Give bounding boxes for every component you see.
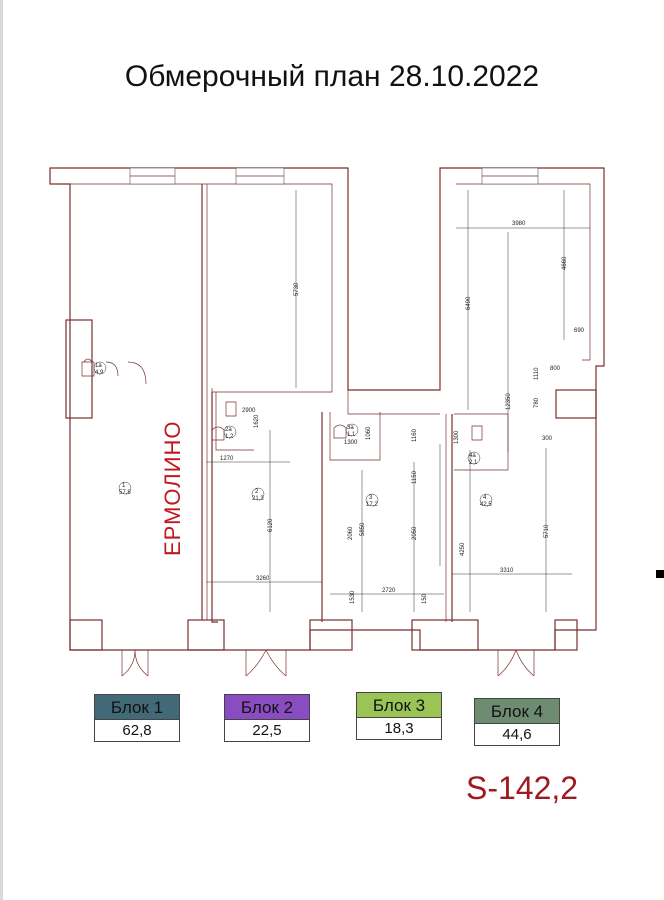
block-2-area: 22,5 <box>224 720 310 742</box>
dim-1150: 1150 <box>412 470 418 484</box>
dim-1300-a: 1300 <box>344 440 358 446</box>
svg-text:2,1: 2,1 <box>469 460 478 466</box>
pillar-6 <box>555 389 597 419</box>
block-legend-2: Блок 2 22,5 <box>224 694 310 742</box>
room-marker-1: 157,8 <box>118 481 131 496</box>
dim-2720: 2720 <box>382 588 396 594</box>
pillar-3 <box>309 619 353 651</box>
room-marker-4: 442,5 <box>479 493 492 508</box>
toilet-fixtures <box>81 358 483 441</box>
svg-text:2a: 2a <box>225 427 232 433</box>
left-edge-bar <box>0 0 3 900</box>
svg-text:4,9: 4,9 <box>95 370 104 376</box>
dim-6120: 6120 <box>268 518 274 532</box>
svg-text:1,1: 1,1 <box>347 432 356 438</box>
svg-text:2: 2 <box>255 489 259 495</box>
dim-2050: 2050 <box>412 526 418 540</box>
dim-12350: 12350 <box>506 393 512 410</box>
block-2-name: Блок 2 <box>224 694 310 720</box>
pillar-4 <box>411 619 479 651</box>
dim-780: 780 <box>534 397 540 408</box>
dim-2900: 2900 <box>242 408 256 414</box>
svg-text:21,3: 21,3 <box>252 496 264 502</box>
dim-5850: 5850 <box>360 522 366 536</box>
dim-2060: 2060 <box>348 526 354 540</box>
dim-3260: 3260 <box>256 576 270 582</box>
svg-text:3: 3 <box>369 495 373 501</box>
entrance-doors <box>121 649 535 677</box>
block-legend-3: Блок 3 18,3 <box>356 692 442 740</box>
store-label: ЕРМОЛИНО <box>160 420 185 556</box>
dim-300: 300 <box>542 436 553 442</box>
dim-690: 690 <box>574 328 585 334</box>
pillar-5 <box>554 619 578 651</box>
dim-1270: 1270 <box>220 456 234 462</box>
edge-mark <box>656 570 664 578</box>
block-4-name: Блок 4 <box>474 698 560 724</box>
block-1-area: 62,8 <box>94 720 180 742</box>
block-1-name: Блок 1 <box>94 694 180 720</box>
svg-text:3a: 3a <box>347 425 354 431</box>
column-left <box>65 319 93 419</box>
block-3-name: Блок 3 <box>356 692 442 718</box>
svg-text:1a: 1a <box>95 363 102 369</box>
page-title: Обмерочный план 28.10.2022 <box>124 60 540 93</box>
dim-150: 150 <box>422 593 428 604</box>
svg-text:1: 1 <box>122 483 126 489</box>
block-3-area: 18,3 <box>356 718 442 740</box>
room-marker-3a: 3a1,1 <box>345 423 359 438</box>
dim-5730: 5730 <box>294 282 300 296</box>
block-4-area: 44,6 <box>474 724 560 746</box>
room-marker-2a: 2a1,2 <box>223 425 237 440</box>
outer-walls <box>49 167 605 651</box>
dim-1300-b: 1300 <box>454 430 460 444</box>
svg-text:57,8: 57,8 <box>119 490 131 496</box>
pillar-1 <box>69 619 103 651</box>
dim-1060: 1060 <box>366 426 372 440</box>
svg-text:17,2: 17,2 <box>366 502 378 508</box>
dim-3980: 3980 <box>512 221 526 227</box>
room-marker-3: 317,2 <box>365 493 378 508</box>
block-legend-4: Блок 4 44,6 <box>474 698 560 746</box>
block-legend-1: Блок 1 62,8 <box>94 694 180 742</box>
dimension-lines <box>206 190 590 612</box>
dim-6490: 6490 <box>466 296 472 310</box>
room-marker-4a: 4a2,1 <box>467 451 481 466</box>
dim-1160: 1160 <box>412 428 418 442</box>
partitions <box>201 184 509 623</box>
dim-800: 800 <box>550 366 561 372</box>
dim-1620: 1620 <box>254 414 260 428</box>
dim-3310: 3310 <box>500 568 514 574</box>
svg-text:4a: 4a <box>469 453 476 459</box>
room-marker-1a: 1a4,9 <box>93 361 107 376</box>
room-marker-2: 221,3 <box>251 487 264 502</box>
dim-4250: 4250 <box>460 542 466 556</box>
dim-1110: 1110 <box>534 367 540 380</box>
dim-1530: 1530 <box>350 590 356 604</box>
dim-5710: 5710 <box>544 524 550 538</box>
svg-text:42,5: 42,5 <box>480 502 492 508</box>
total-area: S-142,2 <box>466 770 579 806</box>
pillar-2 <box>187 619 225 651</box>
dim-4660: 4660 <box>562 256 568 270</box>
svg-text:1,2: 1,2 <box>225 434 234 440</box>
svg-text:4: 4 <box>483 495 487 501</box>
